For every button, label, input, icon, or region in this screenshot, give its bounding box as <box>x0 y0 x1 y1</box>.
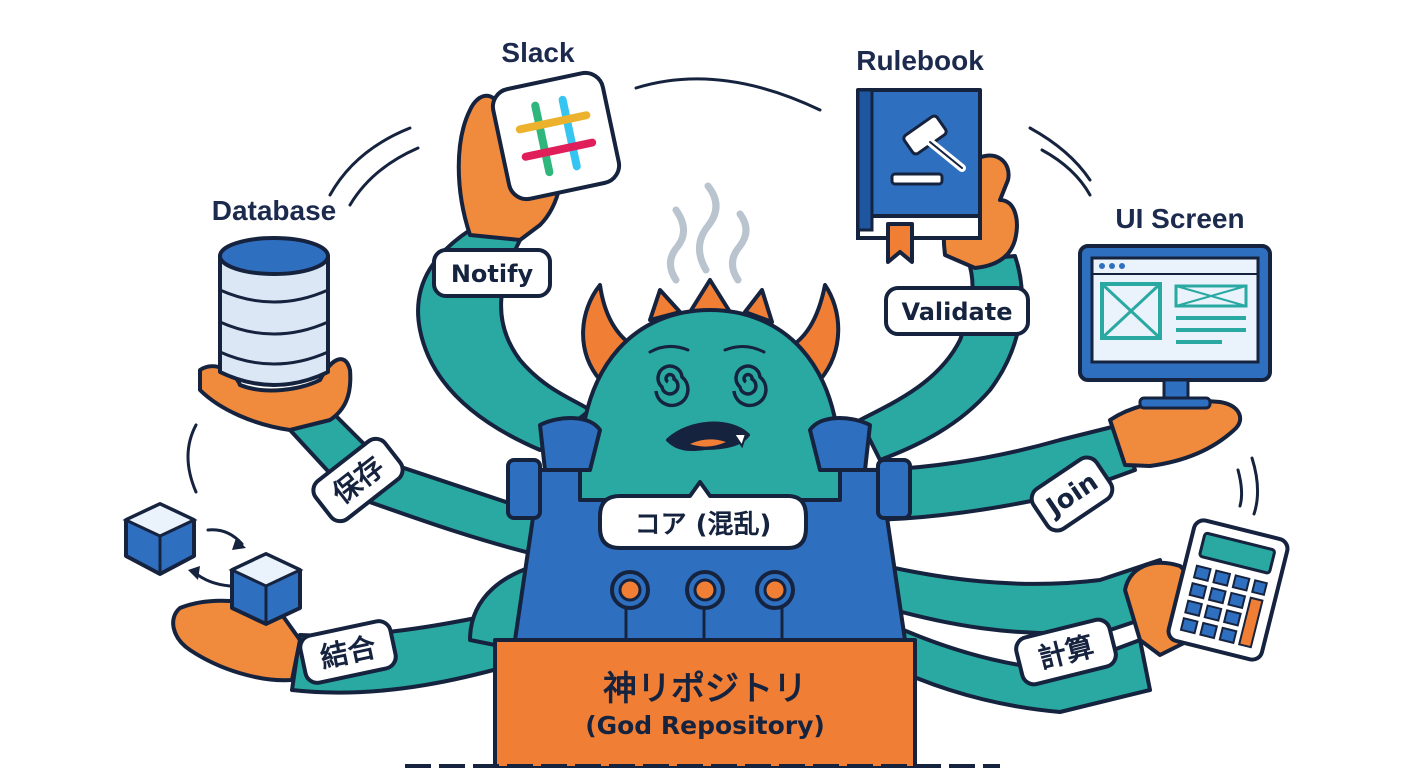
steam-icon <box>667 182 750 284</box>
cube-icon <box>122 502 198 576</box>
core-bubble: コア (混乱) <box>598 480 808 550</box>
gavel-icon <box>890 114 966 186</box>
apron-subtitle: (God Repository) <box>585 711 825 740</box>
calculator-icon <box>1166 518 1290 662</box>
arm-tag-validate: Validate <box>884 286 1030 336</box>
confused-face <box>648 345 768 451</box>
database-icon <box>218 236 330 387</box>
notify-label: Notify <box>451 260 534 288</box>
apron-title: 神リポジトリ <box>603 669 807 709</box>
cube-icon <box>228 552 304 626</box>
arm-tag-join-ja: 結合 <box>298 619 398 685</box>
validate-label: Validate <box>901 298 1012 326</box>
motion-lines <box>186 77 1259 588</box>
torso-buttons <box>610 570 795 610</box>
database-label: Database <box>212 195 337 226</box>
rulebook-icon <box>856 88 982 264</box>
monitor-icon <box>1078 244 1272 410</box>
arm-tag-notify: Notify <box>432 248 552 298</box>
ui-screen-label: UI Screen <box>1115 203 1244 234</box>
slack-label: Slack <box>501 37 575 68</box>
rulebook-label: Rulebook <box>856 45 984 76</box>
slack-icon <box>490 70 622 202</box>
arm-tag-calculate: 計算 <box>1014 617 1118 687</box>
core-bubble-label: コア (混乱) <box>635 510 772 540</box>
